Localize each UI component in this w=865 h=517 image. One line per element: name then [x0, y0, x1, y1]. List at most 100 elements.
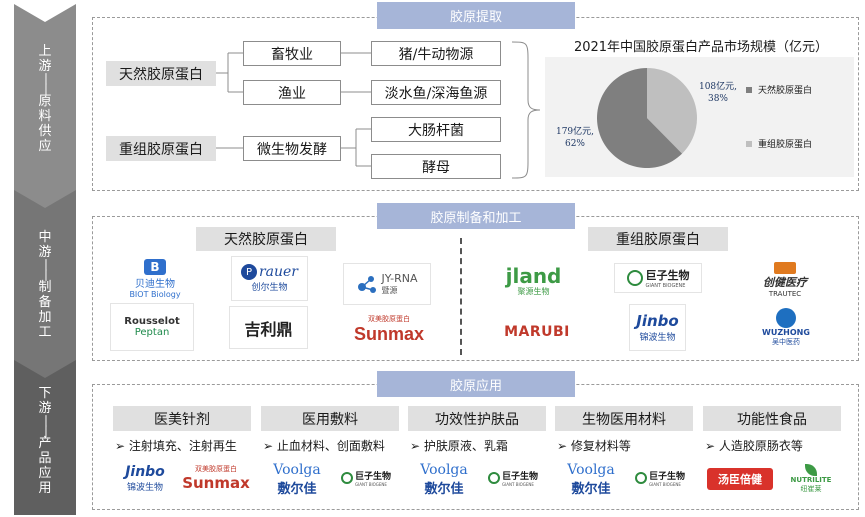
- sidebar-char: 下: [38, 386, 52, 401]
- downstream-banner: 胶原应用: [377, 371, 575, 397]
- sidebar-char: 游: [38, 245, 52, 260]
- logo-jland: jland 聚源生物: [499, 261, 568, 301]
- downstream-chevron: 下游——产品应用: [14, 360, 76, 515]
- giant-cn: 巨子生物: [645, 269, 690, 282]
- logo-jyrna: JY-RNA 暨源: [343, 263, 431, 305]
- logo-byhealth: 汤臣倍健: [707, 468, 773, 490]
- giant-small-icon: [634, 472, 647, 484]
- logo-jinbo: Jinbo 锦波生物: [629, 304, 686, 351]
- app-category-bullet: ➢ 注射填充、注射再生: [115, 439, 237, 453]
- peptan-text: Peptan: [134, 327, 170, 338]
- sidebar-char: 应: [38, 466, 52, 481]
- chart-panel: [545, 57, 854, 177]
- logo-giant-small: 巨子生物 GIANT BIOGENE: [628, 465, 692, 491]
- pig-cow-source-box: 猪/牛动物源: [371, 41, 501, 66]
- logo-wuzhong: WUZHONG 吴中医药: [755, 302, 817, 352]
- mid-natural-title: 天然胶原蛋白: [196, 227, 336, 251]
- rauer-cn: 创尔生物: [251, 283, 288, 293]
- logo-rauer: P rauer 创尔生物: [231, 256, 308, 301]
- jinbo-cn: 锦波生物: [639, 333, 676, 343]
- sidebar-char: 原: [38, 94, 52, 109]
- giant-small-cn: 巨子生物: [354, 472, 391, 482]
- rauer-en: rauer: [258, 264, 299, 280]
- wuzhong-text: WUZHONG: [762, 327, 810, 337]
- giant-small-text: 巨子生物 GIANT BIOGENE: [649, 469, 685, 487]
- voolga-cn: 敷尔佳: [277, 481, 317, 497]
- sidebar-char: 中: [38, 230, 52, 245]
- voolga-cn: 敷尔佳: [424, 481, 464, 497]
- logo-jilid: 吉利鼎: [229, 306, 308, 349]
- pie-label-recombinant: 108亿元, 38%: [696, 81, 740, 105]
- logo-voolga: Voolga 敷尔佳: [559, 458, 623, 500]
- rauer-row: P rauer: [240, 264, 299, 280]
- sidebar-char: 供: [38, 124, 52, 139]
- sidebar-char: 制: [38, 280, 52, 295]
- byhealth-text: 汤臣倍健: [718, 473, 762, 486]
- app-category-title: 功能性食品: [703, 406, 841, 431]
- giant-small-text: 巨子生物 GIANT BIOGENE: [355, 469, 391, 487]
- giant-small-icon: [340, 472, 353, 484]
- legend-text-recombinant: 重组胶原蛋白: [758, 140, 813, 150]
- sidebar-char: 备: [38, 295, 52, 310]
- logo-giant-small: 巨子生物 GIANT BIOGENE: [481, 465, 545, 491]
- sidebar-char: 上: [38, 44, 52, 59]
- pie-slice-natural: [597, 68, 683, 168]
- jilid-text: 吉利鼎: [244, 319, 293, 339]
- logo-jinbo-small: Jinbo 锦波生物: [116, 458, 174, 498]
- sidebar-char: 加: [38, 310, 52, 325]
- pie-slice-recombinant: [647, 68, 697, 154]
- logo-rousselot: Rousselot Peptan: [110, 303, 194, 351]
- giant-text: 巨子生物 GIANT BIOGENE: [646, 267, 690, 289]
- pie-label-recombinant-percent: 38%: [707, 94, 728, 104]
- logo-sunmax-small: 双美胶原蛋白 Sunmax: [179, 462, 253, 494]
- giant-small-en: GIANT BIOGENE: [501, 482, 534, 487]
- sunmax-small-cn: 双美胶原蛋白: [195, 465, 237, 473]
- rousselot-text: Rousselot: [124, 316, 180, 327]
- jinbo-small-text: Jinbo: [125, 463, 165, 480]
- logo-nutrilite: NUTRILITE 纽崔莱: [783, 460, 839, 498]
- app-category-bullet: ➢ 修复材料等: [557, 439, 631, 453]
- downstream-label: 下游——产品应用: [14, 386, 76, 496]
- sidebar-char: 品: [38, 451, 52, 466]
- sidebar-char: 料: [38, 109, 52, 124]
- giant-small-text: 巨子生物 GIANT BIOGENE: [502, 469, 538, 487]
- legend-swatch-recombinant: [746, 140, 752, 147]
- sunmax-small-text: Sunmax: [182, 474, 250, 492]
- giant-small-cn: 巨子生物: [501, 472, 538, 482]
- voolga-cn: 敷尔佳: [571, 481, 611, 497]
- app-category-bullet: ➢ 人造胶原肠衣等: [705, 439, 803, 453]
- biot-en: BIOT Biology: [129, 289, 181, 299]
- biot-b-icon: B: [144, 258, 166, 275]
- voolga-text: Voolga: [273, 461, 321, 478]
- pie-chart: [597, 68, 697, 168]
- sunmax-text: Sunmax: [353, 323, 425, 344]
- jinbo-text: Jinbo: [636, 312, 679, 330]
- giant-g-icon: [626, 270, 643, 286]
- trautec-en: TRAUTEC: [768, 290, 802, 298]
- logo-voolga: Voolga 敷尔佳: [412, 458, 476, 500]
- app-category-bullet: ➢ 止血材料、创面敷料: [263, 439, 385, 453]
- nutrilite-leaf-icon: [805, 464, 817, 476]
- jland-text: jland: [505, 263, 562, 288]
- fish-source-box: 淡水鱼/深海鱼源: [371, 80, 501, 105]
- ecoli-box: 大肠杆菌: [371, 117, 501, 142]
- logo-sunmax: 双美胶原蛋白 Sunmax: [345, 310, 433, 348]
- jyrna-cn: 暨源: [381, 286, 398, 295]
- nutrilite-text: NUTRILITE: [790, 476, 832, 484]
- nutrilite-cn: 纽崔莱: [800, 485, 822, 493]
- legend-swatch-natural: [746, 86, 752, 93]
- jinbo-small-cn: 锦波生物: [126, 482, 163, 493]
- pie-label-recombinant-value: 108亿元,: [698, 82, 738, 92]
- upstream-label: 上游——原料供应: [14, 44, 76, 154]
- app-category-title: 生物医用材料: [555, 406, 693, 431]
- midstream-banner: 胶原制备和加工: [377, 203, 575, 229]
- fishery-box: 渔业: [243, 80, 341, 105]
- jyrna-en: JY-RNA: [381, 272, 418, 285]
- midstream-label: 中游——制备加工: [14, 230, 76, 340]
- legend-text-natural: 天然胶原蛋白: [758, 86, 813, 96]
- logo-voolga: Voolga 敷尔佳: [265, 458, 329, 500]
- logo-marubi: MARUBI: [498, 318, 576, 346]
- jyrna-text: JY-RNA 暨源: [381, 272, 417, 296]
- rauer-p-icon: P: [240, 264, 257, 280]
- sidebar-char: 工: [38, 325, 52, 340]
